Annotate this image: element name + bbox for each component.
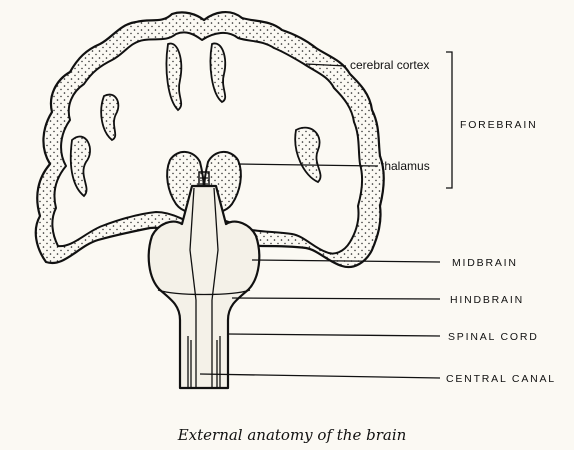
label-cerebral-cortex: cerebral cortex — [350, 58, 429, 72]
label-thalamus: thalamus — [381, 159, 430, 173]
forebrain-bracket — [446, 52, 452, 188]
label-hindbrain: HINDBRAIN — [450, 294, 524, 306]
label-central-canal: CENTRAL CANAL — [446, 373, 556, 385]
label-forebrain: FOREBRAIN — [460, 119, 537, 131]
label-spinal-cord: SPINAL CORD — [448, 331, 539, 343]
diagram-caption: External anatomy of the brain — [177, 426, 407, 444]
label-midbrain: MIDBRAIN — [452, 257, 518, 269]
